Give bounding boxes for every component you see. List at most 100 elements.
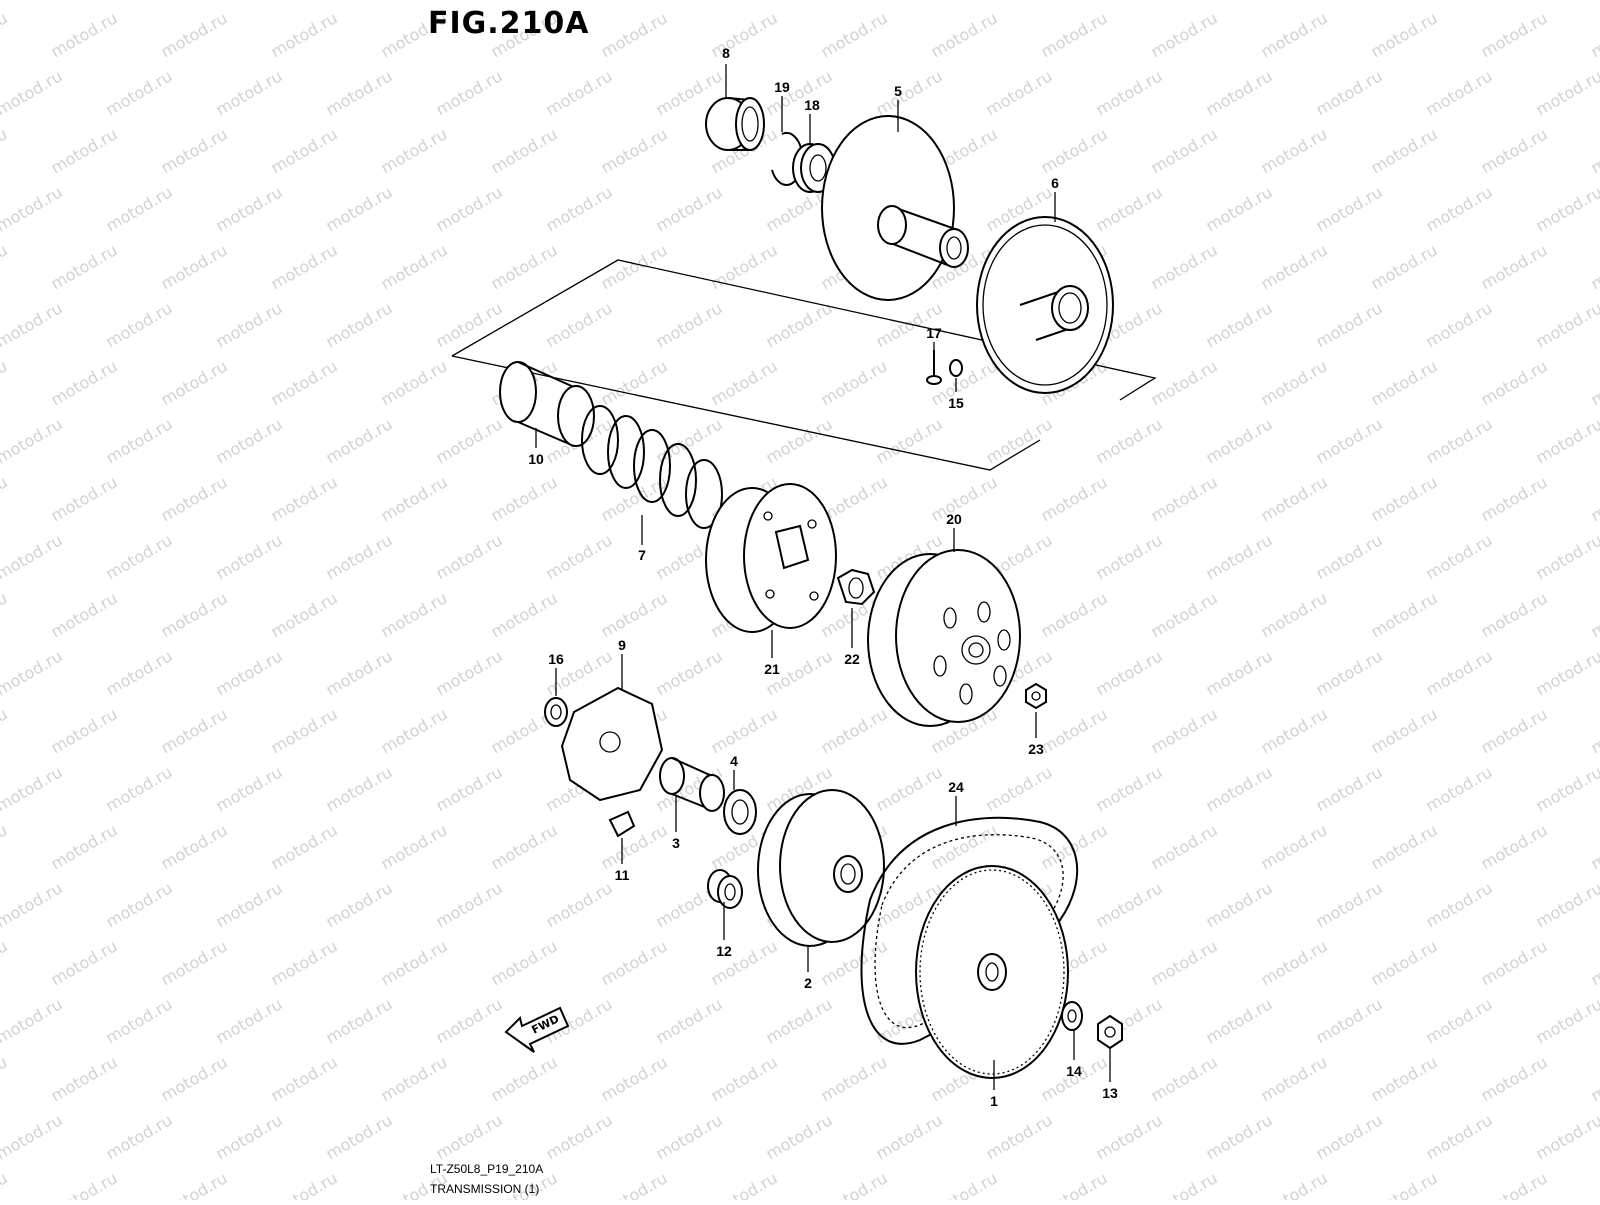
watermark-text: motod.ru — [1313, 66, 1386, 119]
watermark-text: motod.ru — [1203, 530, 1276, 583]
watermark-text: motod.ru — [653, 994, 726, 1047]
watermark-text: motod.ru — [48, 588, 121, 641]
watermark-text: motod.ru — [48, 1052, 121, 1105]
watermark-text: motod.ru — [1588, 588, 1600, 641]
watermark-text: motod.ru — [1423, 414, 1496, 467]
watermark-text: motod.ru — [763, 994, 836, 1047]
part-12-bush — [708, 870, 742, 908]
watermark-text: motod.ru — [0, 646, 66, 699]
watermark-text: motod.ru — [48, 1168, 121, 1200]
watermark-text: motod.ru — [48, 8, 121, 61]
watermark-text: motod.ru — [213, 646, 286, 699]
watermark-text: motod.ru — [1423, 298, 1496, 351]
watermark-text: motod.ru — [1203, 1110, 1276, 1163]
watermark-text: motod.ru — [653, 646, 726, 699]
watermark-text: motod.ru — [1203, 878, 1276, 931]
watermark-text: motod.ru — [0, 1168, 11, 1200]
watermark-text: motod.ru — [323, 66, 396, 119]
watermark-text: motod.ru — [1588, 472, 1600, 525]
watermark-text: motod.ru — [1423, 646, 1496, 699]
watermark-text: motod.ru — [268, 1168, 341, 1200]
callout-3: 3 — [672, 835, 680, 851]
watermark-text: motod.ru — [0, 530, 66, 583]
watermark-text: motod.ru — [0, 356, 11, 409]
watermark-text: motod.ru — [1148, 472, 1221, 525]
watermark-text: motod.ru — [1423, 182, 1496, 235]
watermark-text: motod.ru — [0, 994, 66, 1047]
watermark-text: motod.ru — [323, 182, 396, 235]
watermark-text: motod.ru — [598, 820, 671, 873]
watermark-text: motod.ru — [213, 66, 286, 119]
callout-8: 8 — [722, 45, 730, 61]
watermark-text: motod.ru — [268, 356, 341, 409]
watermark-text: motod.ru — [1368, 588, 1441, 641]
part-10-sleeve — [500, 362, 594, 446]
part-23-nut — [1026, 684, 1046, 708]
watermark-text: motod.ru — [1478, 936, 1551, 989]
watermark-text: motod.ru — [1258, 472, 1331, 525]
callout-11: 11 — [615, 867, 630, 883]
watermark-text: motod.ru — [48, 124, 121, 177]
watermark-text: motod.ru — [378, 1052, 451, 1105]
watermark-text: motod.ru — [433, 1110, 506, 1163]
watermark-text: motod.ru — [1148, 820, 1221, 873]
watermark-text: motod.ru — [0, 878, 66, 931]
watermark-text: motod.ru — [1533, 414, 1600, 467]
watermark-text: motod.ru — [1313, 0, 1386, 3]
watermark-text: motod.ru — [653, 298, 726, 351]
watermark-text: motod.ru — [543, 1110, 616, 1163]
watermark-text: motod.ru — [1313, 530, 1386, 583]
watermark-text: motod.ru — [543, 66, 616, 119]
watermark-text: motod.ru — [158, 356, 231, 409]
watermark-text: motod.ru — [1588, 240, 1600, 293]
watermark-text: motod.ru — [543, 530, 616, 583]
watermark-text: motod.ru — [488, 820, 561, 873]
watermark-text: motod.ru — [1368, 356, 1441, 409]
part-17-pin — [927, 350, 941, 384]
watermark-text: motod.ru — [103, 1110, 176, 1163]
watermark-text: motod.ru — [598, 588, 671, 641]
callout-15: 15 — [948, 395, 964, 411]
watermark-text: motod.ru — [213, 182, 286, 235]
fwd-arrow-icon: FWD — [506, 1008, 568, 1052]
watermark-text: motod.ru — [268, 124, 341, 177]
watermark-text: motod.ru — [1478, 1168, 1551, 1200]
watermark-text: motod.ru — [1038, 472, 1111, 525]
callout-13: 13 — [1102, 1085, 1118, 1101]
watermark-text: motod.ru — [103, 0, 176, 3]
watermark-text: motod.ru — [928, 1168, 1001, 1200]
watermark-text: motod.ru — [1478, 124, 1551, 177]
watermark-text: motod.ru — [1258, 1052, 1331, 1105]
watermark-text: motod.ru — [1533, 646, 1600, 699]
watermark-text: motod.ru — [1588, 1052, 1600, 1105]
watermark-text: motod.ru — [653, 1110, 726, 1163]
watermark-text: motod.ru — [158, 704, 231, 757]
watermark-text: motod.ru — [873, 1110, 946, 1163]
watermark-text: motod.ru — [543, 182, 616, 235]
watermark-text: motod.ru — [488, 472, 561, 525]
watermark-text: motod.ru — [653, 0, 726, 3]
watermark-text: motod.ru — [103, 182, 176, 235]
watermark-text: motod.ru — [213, 0, 286, 3]
callout-14: 14 — [1066, 1063, 1082, 1079]
watermark-text: motod.ru — [1203, 0, 1276, 3]
watermark-text: motod.ru — [1478, 820, 1551, 873]
watermark-text: motod.ru — [1148, 8, 1221, 61]
callout-24: 24 — [948, 779, 964, 795]
watermark-text: motod.ru — [1038, 1168, 1111, 1200]
watermark-text: motod.ru — [158, 124, 231, 177]
watermark-text: motod.ru — [1533, 298, 1600, 351]
watermark-text: motod.ru — [1093, 762, 1166, 815]
watermark-text: motod.ru — [268, 8, 341, 61]
part-11-slide-piece — [610, 812, 634, 836]
watermark-text: motod.ru — [818, 1052, 891, 1105]
watermark-text: motod.ru — [1093, 646, 1166, 699]
watermark-text: motod.ru — [48, 472, 121, 525]
watermark-text: motod.ru — [818, 8, 891, 61]
watermark-text: motod.ru — [1258, 936, 1331, 989]
watermark-text: motod.ru — [1533, 530, 1600, 583]
watermark-text: motod.ru — [1313, 298, 1386, 351]
watermark-text: motod.ru — [1148, 936, 1221, 989]
watermark-text: motod.ru — [1533, 0, 1600, 3]
